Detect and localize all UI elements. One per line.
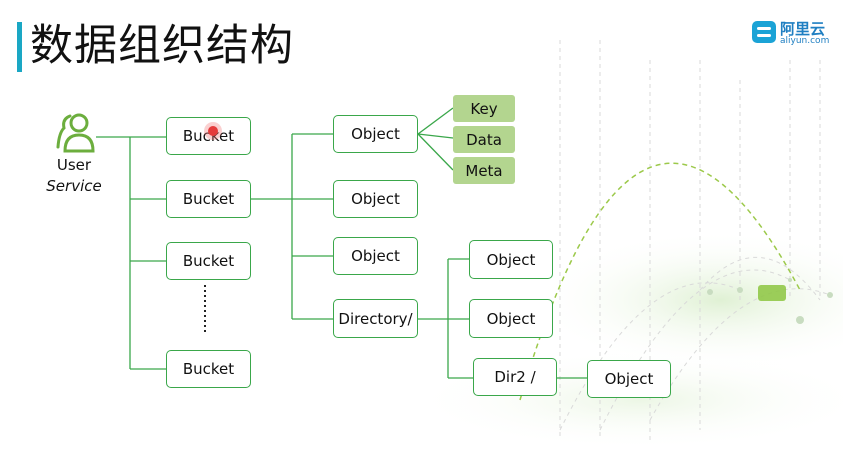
user-icon bbox=[56, 113, 95, 153]
aliyun-logo: 阿里云 aliyun.com bbox=[752, 18, 832, 48]
attribute-meta: Meta bbox=[453, 157, 515, 184]
bucket-node-3[interactable]: Bucket bbox=[166, 242, 251, 280]
title-accent-bar bbox=[17, 22, 22, 72]
aliyun-logo-icon bbox=[752, 21, 776, 43]
bucket-node-1[interactable]: Bucket bbox=[166, 117, 251, 155]
object-node-1[interactable]: Object bbox=[333, 115, 418, 153]
object-node-2[interactable]: Object bbox=[333, 180, 418, 218]
bucket-node-2[interactable]: Bucket bbox=[166, 180, 251, 218]
object-node-3[interactable]: Object bbox=[333, 237, 418, 275]
subdirectory-node[interactable]: Dir2 / bbox=[473, 358, 557, 396]
logo-name-en: aliyun.com bbox=[780, 36, 830, 46]
user-label: User bbox=[56, 156, 92, 174]
directory-object-node-2[interactable]: Object bbox=[469, 299, 553, 338]
subdirectory-object-node[interactable]: Object bbox=[587, 360, 671, 398]
attribute-data: Data bbox=[453, 126, 515, 153]
page-title: 数据组织结构 bbox=[30, 21, 294, 71]
directory-node[interactable]: Directory/ bbox=[333, 299, 418, 338]
pointer-cursor bbox=[208, 126, 218, 136]
service-label: Service bbox=[46, 177, 102, 195]
directory-object-node-1[interactable]: Object bbox=[469, 240, 553, 279]
logo-name-cn: 阿里云 bbox=[780, 20, 826, 38]
bucket-node-4[interactable]: Bucket bbox=[166, 350, 251, 388]
attribute-key: Key bbox=[453, 95, 515, 122]
